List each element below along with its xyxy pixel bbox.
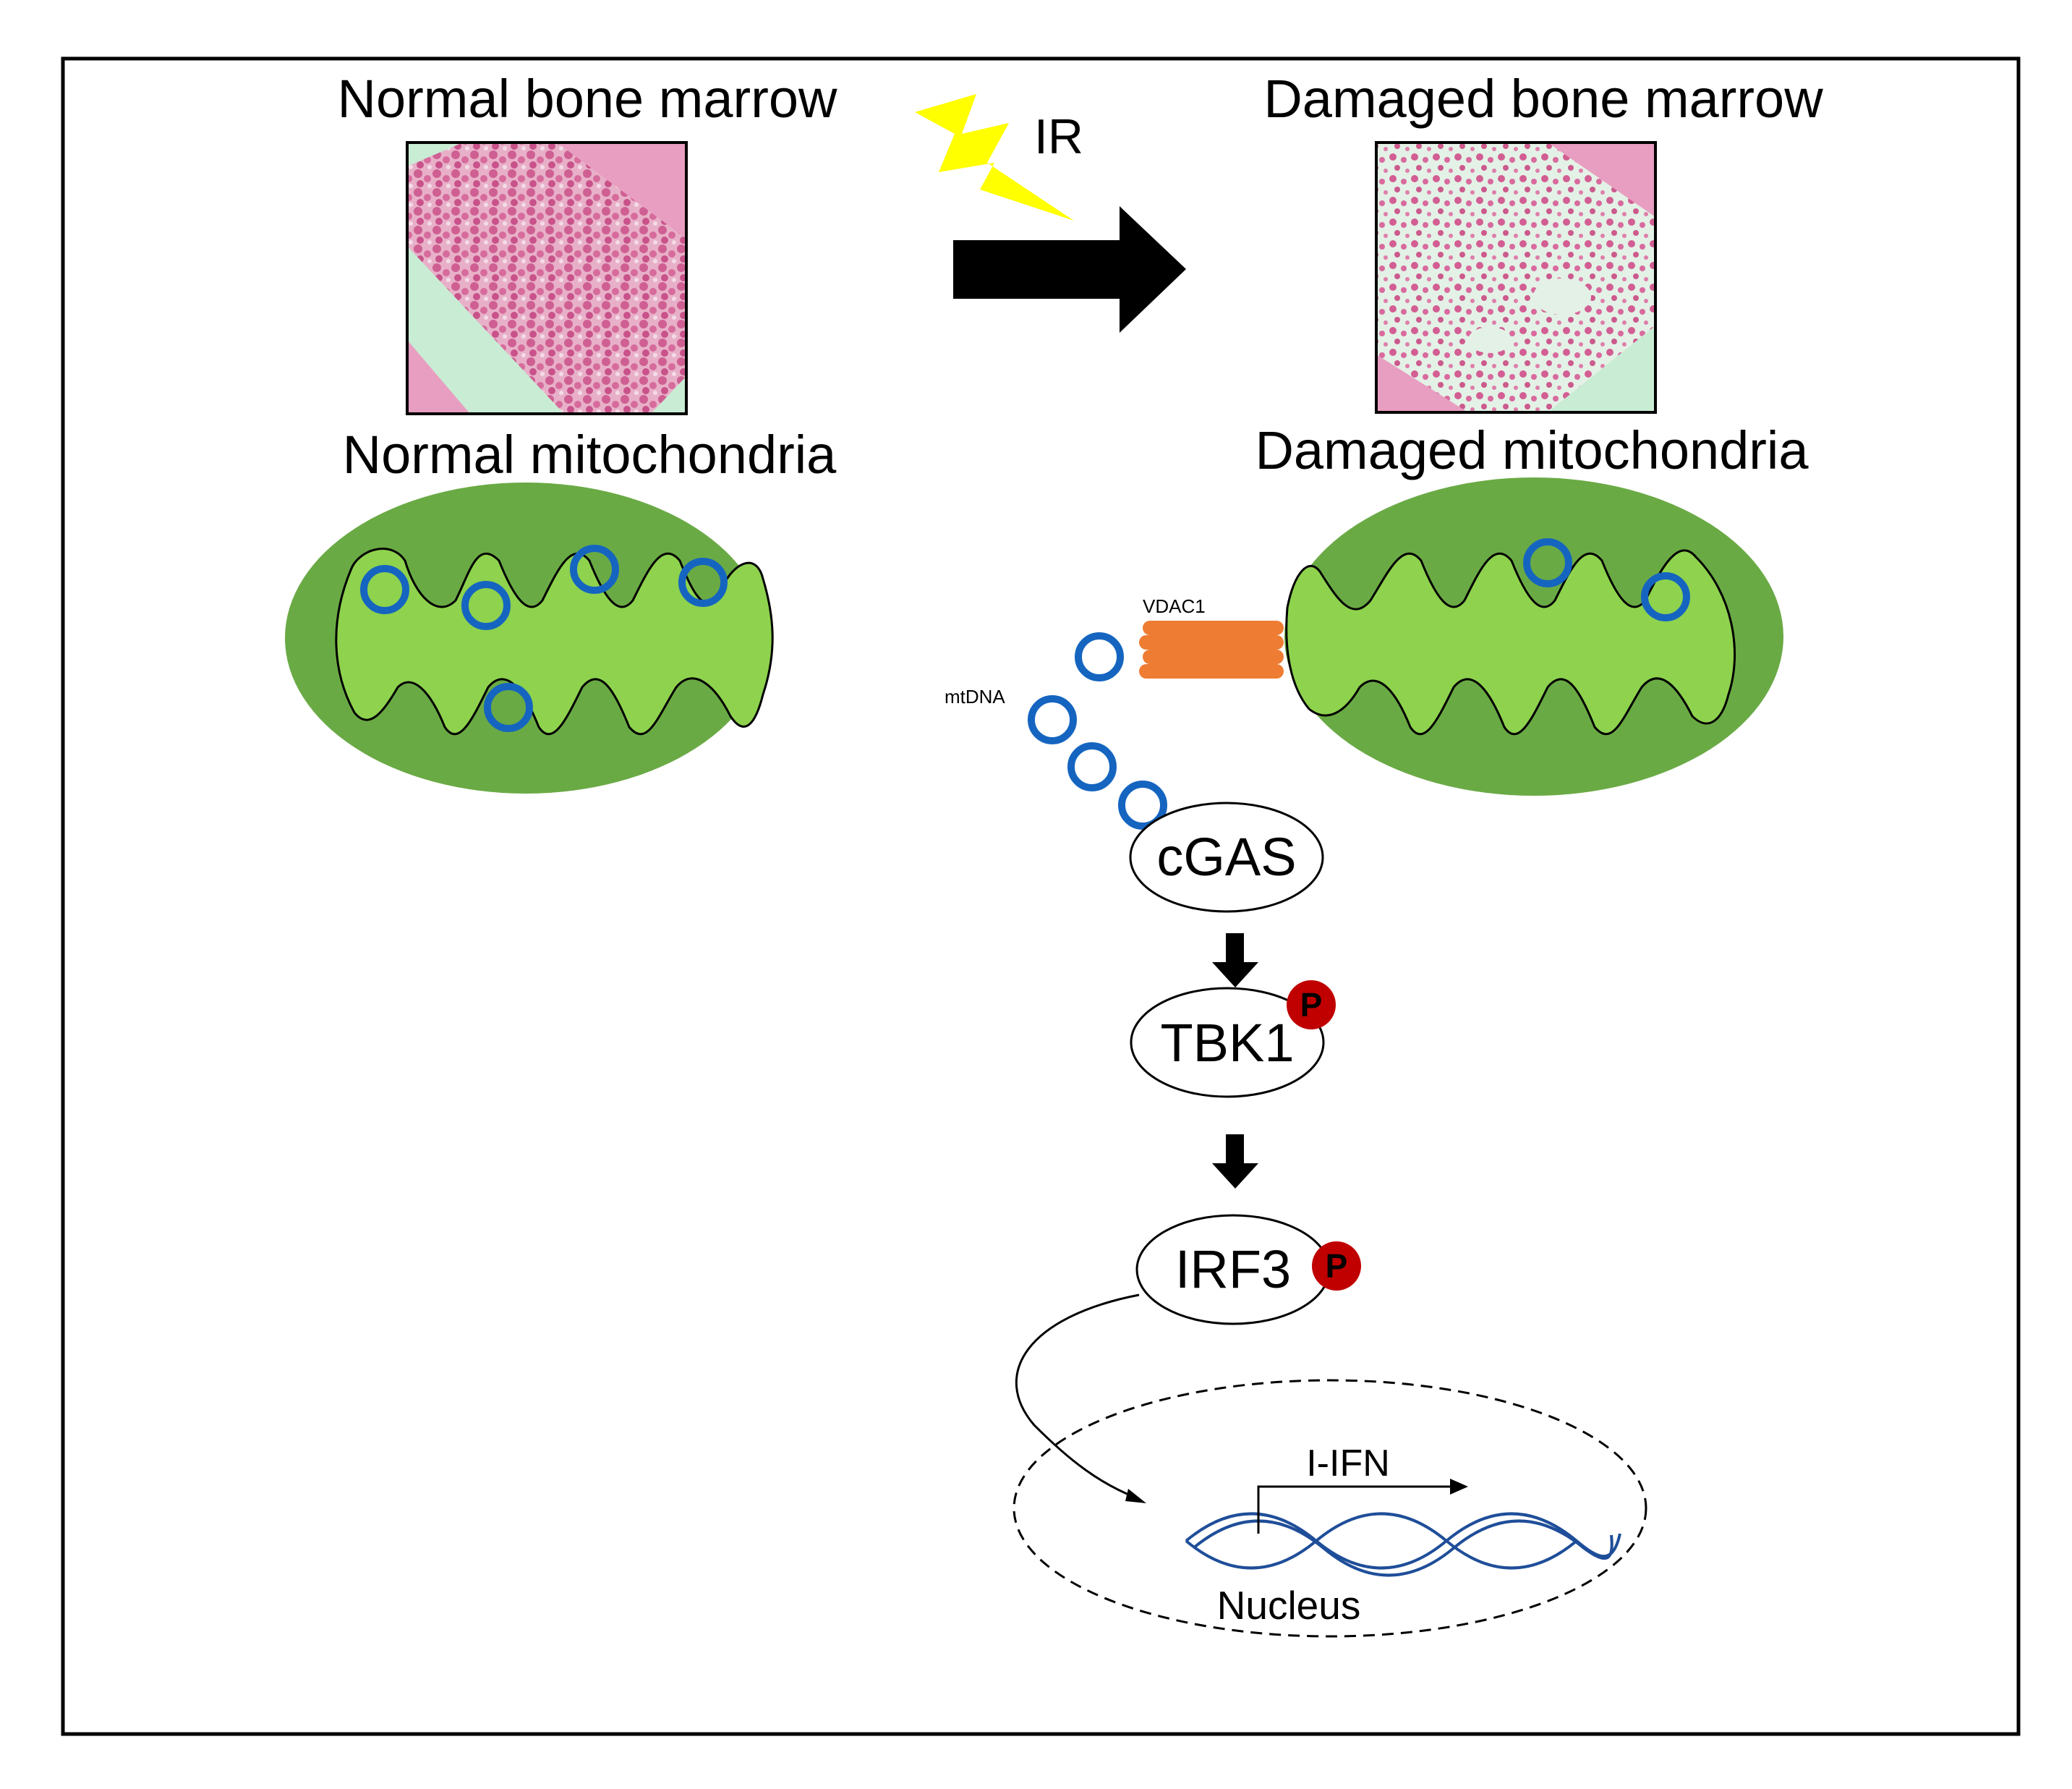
- damaged-bone-marrow-border: [1375, 141, 1657, 414]
- tbk1-to-irf3-arrow-icon: [1212, 1134, 1258, 1189]
- damaged-bone-marrow-image: [1376, 143, 1655, 412]
- cgas-node: [1129, 802, 1324, 913]
- vdac1-channel-icon: [1139, 621, 1284, 679]
- irf3-phospho-label: P: [1326, 1247, 1348, 1285]
- cgas-to-tbk1-arrow-icon: [1212, 933, 1258, 987]
- tbk1-phospho-label: P: [1300, 986, 1323, 1024]
- released-mtdna: [1028, 632, 1167, 830]
- ifn-label: I-IFN: [1306, 1442, 1390, 1484]
- ifn-transcription-arrowhead-icon: [1450, 1479, 1468, 1495]
- cgas-label: cGAS: [1156, 827, 1296, 887]
- tbk1-phospho-icon: [1287, 980, 1336, 1029]
- ir-lightning-icon: [915, 94, 1074, 221]
- figure-frame: [61, 56, 2021, 1736]
- normal-bone-marrow-title: Normal bone marrow: [338, 69, 837, 129]
- vdac1-label: VDAC1: [1143, 595, 1206, 617]
- nucleus-label: Nucleus: [1217, 1583, 1361, 1628]
- ir-label: IR: [1034, 109, 1083, 164]
- genomic-dna-icon: [1185, 1512, 1621, 1577]
- ifn-transcription-arrow: [1257, 1485, 1457, 1534]
- damaged-mitochondria-title: Damaged mitochondria: [1255, 420, 1809, 480]
- irf3-translocation-arrowhead-icon: [1125, 1489, 1146, 1503]
- mtdna-label: mtDNA: [945, 686, 1005, 707]
- tbk1-label: TBK1: [1160, 1013, 1294, 1073]
- normal-mitochondrion: [285, 483, 774, 794]
- irf3-translocation-arrow: [1015, 1293, 1140, 1499]
- normal-bone-marrow-border: [406, 141, 688, 415]
- normal-bone-marrow-image: [407, 143, 686, 414]
- irf3-label: IRF3: [1175, 1239, 1291, 1299]
- irf3-phospho-icon: [1312, 1241, 1361, 1291]
- normal-mitochondria-title: Normal mitochondria: [343, 425, 837, 485]
- tbk1-node: [1130, 987, 1325, 1098]
- damaged-mitochondrion: [1284, 477, 1783, 796]
- progression-arrow-icon: [953, 206, 1186, 333]
- damaged-bone-marrow-title: Damaged bone marrow: [1263, 69, 1823, 129]
- nucleus: [1012, 1379, 1647, 1638]
